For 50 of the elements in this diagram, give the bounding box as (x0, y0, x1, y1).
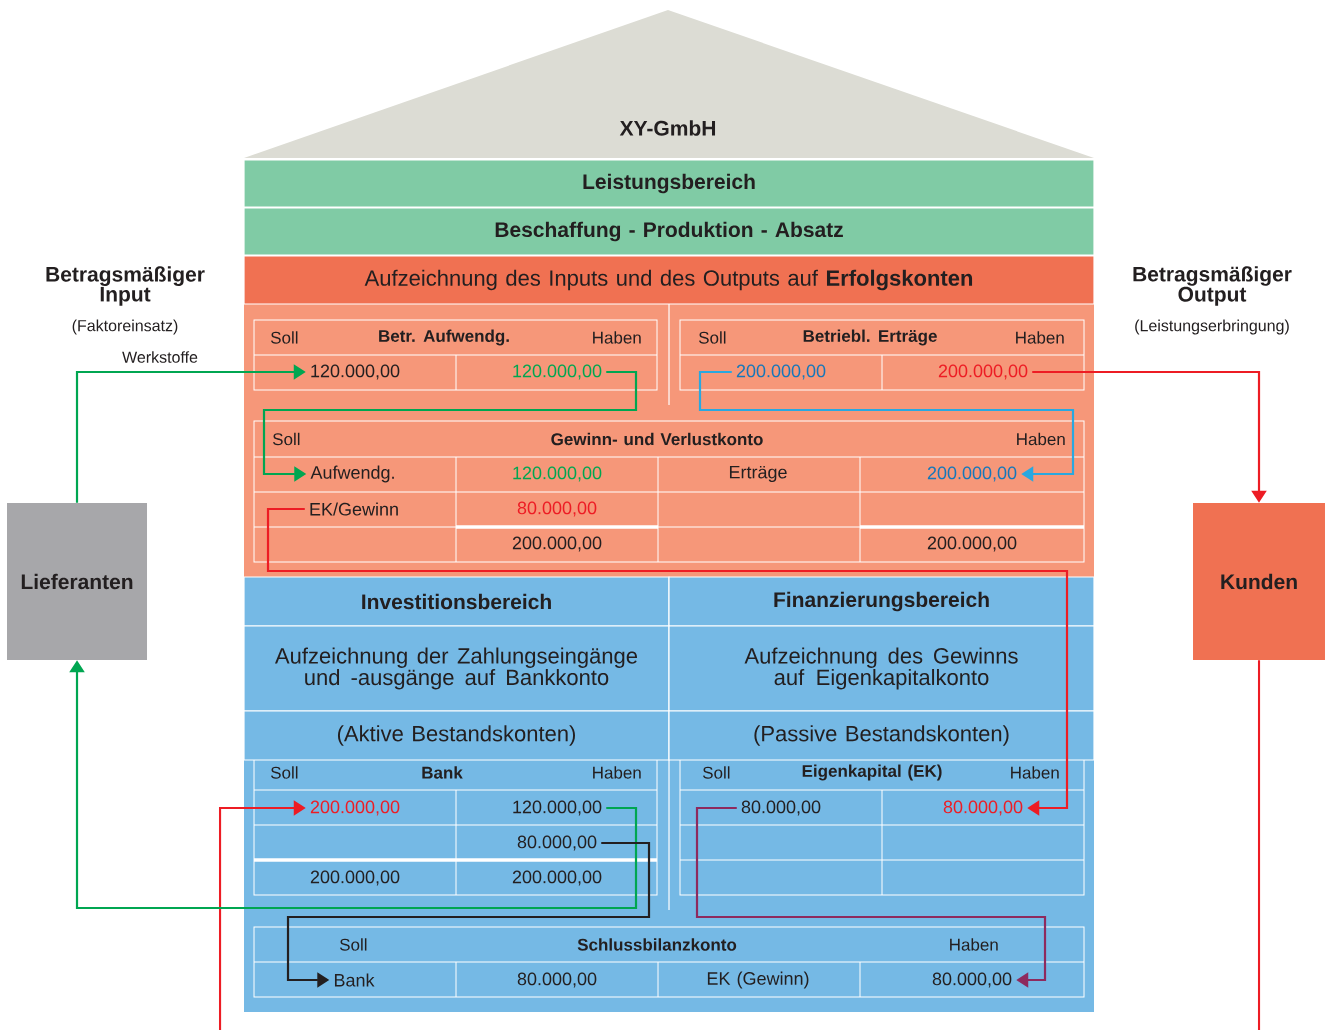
account-entry: 80.000,00 (741, 800, 821, 816)
account-entry: 120.000,00 (513, 364, 602, 380)
account-entry: EK/Gewinn (310, 502, 398, 516)
account-entry: 200.000,00 (927, 466, 1017, 482)
account-header: Soll Betriebl. Erträge Haben (699, 329, 1064, 346)
account-entry: Aufwendg. (310, 465, 394, 483)
account-entry: 200.000,00 (310, 800, 400, 816)
band-heading: Beschaffung - Produktion - Absatz (495, 221, 843, 242)
account-entry: 120.000,00 (513, 466, 602, 482)
account-entry: 120.000,00 (311, 364, 400, 380)
account-header: Soll Eigenkapital (EK) Haben (703, 764, 1059, 781)
account-entry: 80.000,00 (517, 972, 597, 988)
band-heading: Leistungsbereich (583, 173, 755, 194)
edge-label: Werkstoffe (121, 350, 199, 364)
side-heading: (Faktoreinsatz) (72, 319, 178, 335)
arrow (266, 507, 1069, 816)
account-entry: 80.000,00 (517, 501, 597, 517)
side-heading: (Leistungserbringung) (1135, 319, 1289, 335)
account-entry: Bank (334, 973, 375, 987)
account-entry: 200.000,00 (512, 870, 602, 886)
arrow (698, 370, 1075, 482)
account-header: Soll Gewinn- und Verlustkonto Haben (273, 432, 1065, 446)
account-entry: 200.000,00 (512, 536, 602, 552)
side-heading: Betragsmäßiger Input (46, 266, 205, 306)
band-heading: (Aktive Bestandskonten) (337, 725, 575, 746)
band-heading: (Passive Bestandskonten) (754, 725, 1009, 746)
connector-line (1257, 660, 1261, 1030)
band-heading: Aufzeichnung des Gewinns auf Eigenkapitalkonto (744, 647, 1018, 690)
account-header: Soll Schlussbilanzkonto Haben (340, 938, 998, 951)
account-entry: 120.000,00 (513, 800, 602, 816)
band-heading: Finanzierungsbereich (774, 591, 989, 612)
account-entry: 80.000,00 (932, 972, 1012, 988)
band-heading: Aufzeichnung des Inputs und des Outputs auf Erfolgskonten (364, 269, 973, 291)
account-entry: 200.000,00 (310, 870, 400, 886)
account-entry: 80.000,00 (517, 835, 597, 851)
account-entry: EK (Gewinn) (707, 971, 809, 989)
account-entry: Erträge (729, 465, 787, 483)
partner-box: Lieferanten (7, 503, 147, 660)
account-header: Soll Bank Haben (271, 766, 641, 779)
band-heading: Aufzeichnung der Zahlungseingänge und -ausgänge auf Bankkonto (275, 647, 638, 690)
band-heading: Investitionsbereich (362, 593, 551, 610)
account-entry: 200.000,00 (927, 536, 1017, 552)
account-entry: 200.000,00 (938, 364, 1028, 380)
account-entry: 200.000,00 (736, 364, 826, 380)
side-heading: Betragsmäßiger Output (1133, 266, 1292, 306)
partner-box: Kunden (1193, 503, 1325, 660)
house-roof: XY-GmbH (244, 10, 1094, 158)
account-entry: 80.000,00 (943, 800, 1023, 816)
account-header: Soll Betr. Aufwendg. Haben (271, 329, 641, 346)
arrow (695, 806, 1047, 988)
